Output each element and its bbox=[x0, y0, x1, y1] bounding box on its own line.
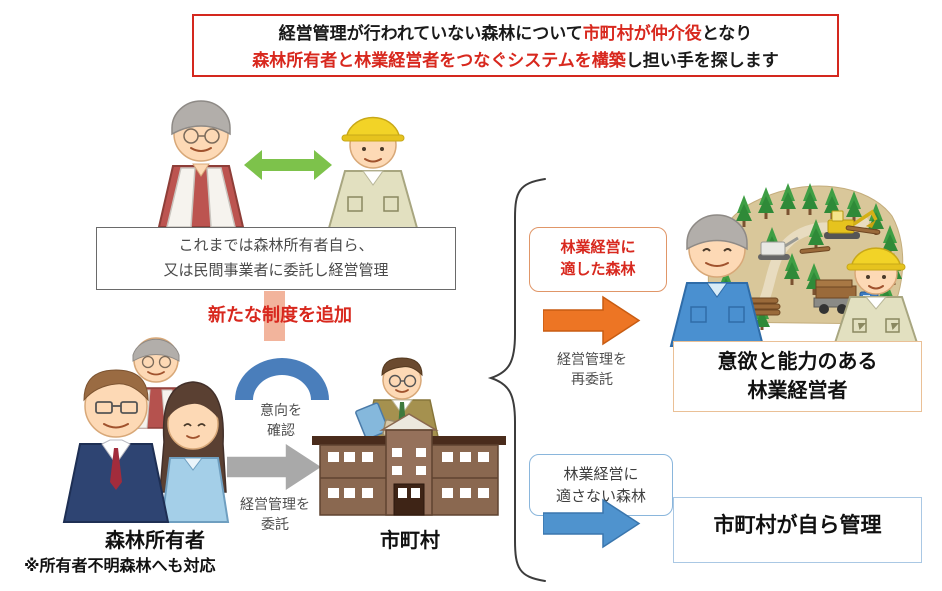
title-line2: 森林所有者と林業経営者をつなぐシステムを構築し担い手を探します bbox=[194, 47, 837, 74]
legacy-line1: これまでは森林所有者自ら、 bbox=[178, 237, 374, 254]
capable-operator-line2: 林業経営者 bbox=[747, 380, 848, 402]
elderly-forester-illustration bbox=[669, 214, 765, 347]
forest-worksite-illustration bbox=[707, 183, 904, 330]
title-line1: 経営管理が行われていない森林について市町村が仲介役となり bbox=[194, 20, 837, 47]
forest-owner-label: 森林所有者 bbox=[105, 530, 205, 552]
elderly-owner-illustration bbox=[157, 100, 245, 228]
title-line2-red: 森林所有者と林業経営者をつなぐシステムを構築 bbox=[252, 51, 626, 70]
intent-arc-icon bbox=[235, 358, 329, 400]
legacy-line2: 又は民間事業者に委託し経営管理 bbox=[163, 262, 389, 279]
municipality-label: 市町村 bbox=[380, 530, 440, 552]
curly-brace-icon bbox=[487, 178, 546, 582]
entrust-arrow-icon bbox=[227, 443, 322, 491]
green-double-arrow-icon bbox=[244, 150, 332, 180]
title-line1-red: 市町村が仲介役 bbox=[582, 24, 702, 43]
young-forester-illustration bbox=[832, 247, 920, 347]
suitable-forest-box: 林業経営に 適した森林 bbox=[529, 227, 667, 292]
unsuitable-line2: 適さない森林 bbox=[555, 488, 646, 505]
title-line1-black: 経営管理が行われていない森林について bbox=[278, 24, 583, 43]
legacy-management-box: これまでは森林所有者自ら、 又は民間事業者に委託し経営管理 bbox=[96, 227, 456, 290]
reconsign-label-line2: 再委託 bbox=[571, 371, 613, 387]
title-line2-black: し担い手を探します bbox=[625, 51, 779, 70]
orange-arrow-icon bbox=[543, 295, 641, 346]
intent-label: 意向を 確認 bbox=[238, 400, 324, 440]
suitable-line2: 適した森林 bbox=[560, 261, 636, 278]
intent-label-line1: 意向を bbox=[260, 402, 302, 418]
suitable-line1: 林業経営に bbox=[560, 239, 636, 256]
unsuitable-line1: 林業経営に bbox=[563, 466, 639, 483]
entrust-label-line1: 経営管理を bbox=[240, 496, 310, 512]
reconsign-label: 経営管理を 再委託 bbox=[538, 349, 646, 393]
new-system-label: 新たな制度を追加 bbox=[208, 305, 352, 325]
capable-operator-line1: 意欲と能力のある bbox=[717, 351, 878, 373]
capable-operator-box: 意欲と能力のある 林業経営者 bbox=[673, 341, 922, 412]
entrust-label: 経営管理を 委託 bbox=[227, 494, 323, 538]
forest-owners-illustration bbox=[62, 337, 230, 523]
entrust-label-line2: 委託 bbox=[261, 516, 289, 532]
new-system-highlight-bar bbox=[264, 291, 285, 341]
title-line1-black2: となり bbox=[701, 24, 753, 43]
municipality-manage-box: 市町村が自ら管理 bbox=[673, 497, 922, 563]
municipality-illustration bbox=[312, 357, 506, 516]
intent-label-line2: 確認 bbox=[267, 422, 295, 438]
forestry-worker-illustration bbox=[327, 116, 419, 229]
title-banner: 経営管理が行われていない森林について市町村が仲介役となり 森林所有者と林業経営者… bbox=[192, 14, 839, 77]
reconsign-label-line1: 経営管理を bbox=[557, 351, 627, 367]
owner-unknown-note: ※所有者不明森林へも対応 bbox=[24, 558, 216, 575]
unsuitable-forest-box: 林業経営に 適さない森林 bbox=[529, 454, 673, 516]
blue-arrow-icon bbox=[543, 498, 641, 549]
